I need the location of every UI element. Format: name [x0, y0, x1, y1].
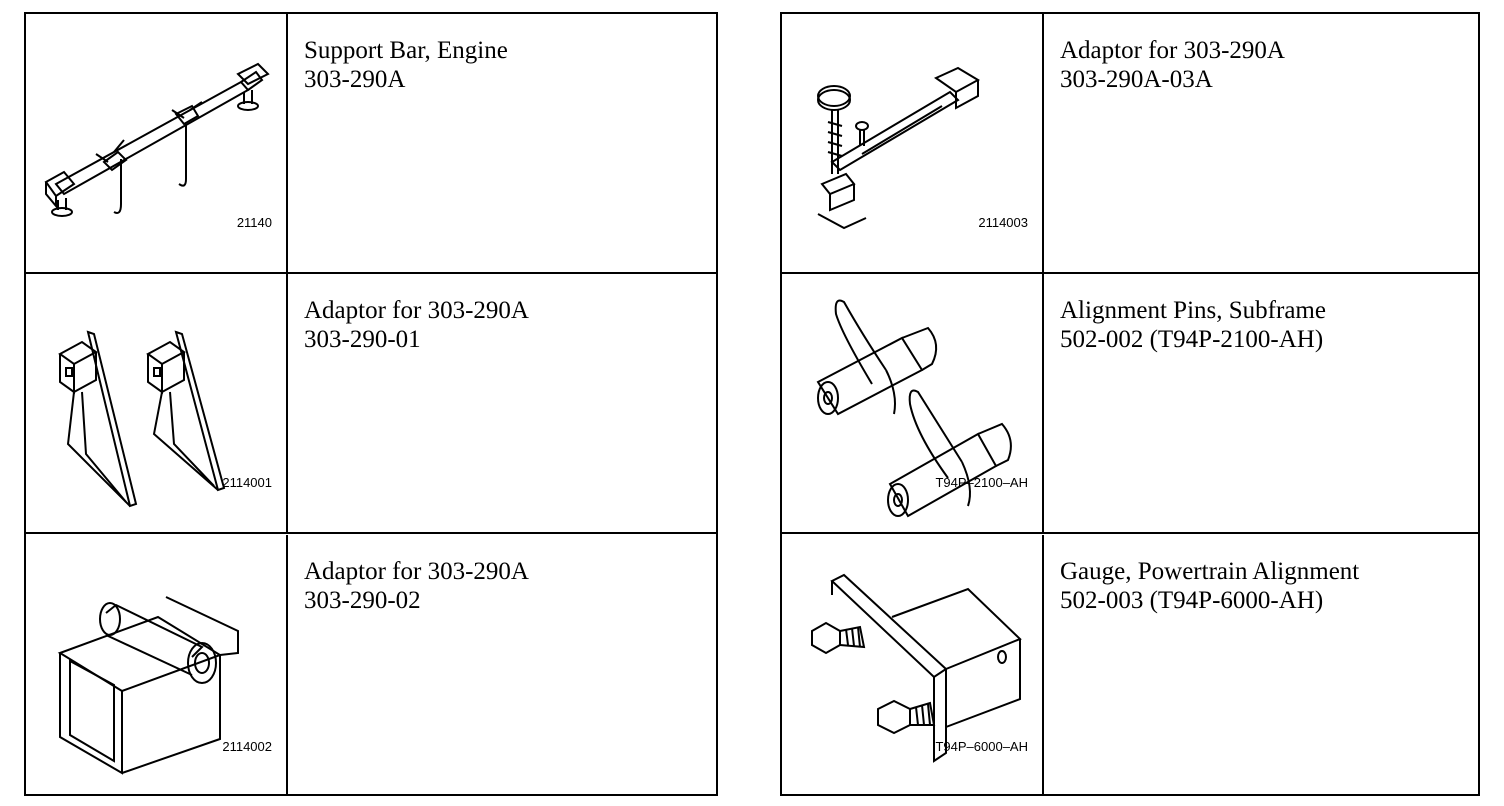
tool-part-number: 303-290-01 — [304, 326, 421, 353]
tool-illustration-cell: T94P–6000–AH — [782, 535, 1044, 796]
figure-number: 2114001 — [222, 475, 272, 490]
figure-number: T94P–6000–AH — [935, 739, 1028, 754]
tool-name: Support Bar, Engine — [304, 37, 508, 64]
tool-part-number: 303-290A-03A — [1060, 66, 1213, 93]
alignment-pins-icon — [816, 299, 1012, 518]
figure-number: 2114002 — [222, 739, 272, 754]
tool-name: Adaptor for 303-290A — [1060, 37, 1285, 64]
figure-number: 21140 — [236, 215, 272, 230]
tool-row: T94P–2100–AH Alignment Pins, Subframe 50… — [782, 274, 1478, 534]
adaptor-block-icon — [57, 596, 239, 775]
alignment-gauge-icon — [811, 573, 1022, 763]
tool-name: Adaptor for 303-290A — [304, 558, 529, 585]
tool-description: Gauge, Powertrain Alignment 502-003 (T94… — [1060, 557, 1468, 615]
tool-illustration-cell: 2114001 — [26, 274, 288, 532]
adaptor-brackets-icon — [58, 330, 226, 508]
tool-row: 2114002 Adaptor for 303-290A 303-290-02 — [26, 535, 716, 796]
tool-illustration-cell: 2114002 — [26, 535, 288, 796]
tool-row: 2114001 Adaptor for 303-290A 303-290-01 — [26, 274, 716, 534]
tool-description: Adaptor for 303-290A 303-290A-03A — [1060, 36, 1468, 94]
figure-number: 2114003 — [978, 215, 1028, 230]
tool-illustration-cell: 21140 — [26, 14, 288, 272]
engine-support-bar-icon — [44, 62, 270, 217]
tool-row: 21140 Support Bar, Engine 303-290A — [26, 14, 716, 274]
tool-name: Gauge, Powertrain Alignment — [1060, 558, 1360, 585]
tool-illustration-cell: 2114003 — [782, 14, 1044, 272]
tool-row: T94P–6000–AH Gauge, Powertrain Alignment… — [782, 535, 1478, 796]
tool-name: Adaptor for 303-290A — [304, 297, 529, 324]
tool-illustration-cell: T94P–2100–AH — [782, 274, 1044, 532]
tool-name: Alignment Pins, Subframe — [1060, 297, 1326, 324]
figure-number: T94P–2100–AH — [935, 475, 1028, 490]
tool-part-number: 303-290-02 — [304, 587, 421, 614]
tool-part-number: 502-002 (T94P-2100-AH) — [1060, 326, 1324, 353]
tool-description: Adaptor for 303-290A 303-290-02 — [304, 557, 706, 615]
tool-row: 2114003 Adaptor for 303-290A 303-290A-03… — [782, 14, 1478, 274]
adaptor-screw-bar-icon — [817, 66, 981, 230]
tool-table-right: 2114003 Adaptor for 303-290A 303-290A-03… — [780, 12, 1480, 796]
tool-part-number: 502-003 (T94P-6000-AH) — [1060, 587, 1324, 614]
tool-description: Adaptor for 303-290A 303-290-01 — [304, 296, 706, 354]
tool-description: Support Bar, Engine 303-290A — [304, 36, 706, 94]
tool-description: Alignment Pins, Subframe 502-002 (T94P-2… — [1060, 296, 1468, 354]
tool-table-left: 21140 Support Bar, Engine 303-290A — [24, 12, 718, 796]
tool-part-number: 303-290A — [304, 66, 406, 93]
